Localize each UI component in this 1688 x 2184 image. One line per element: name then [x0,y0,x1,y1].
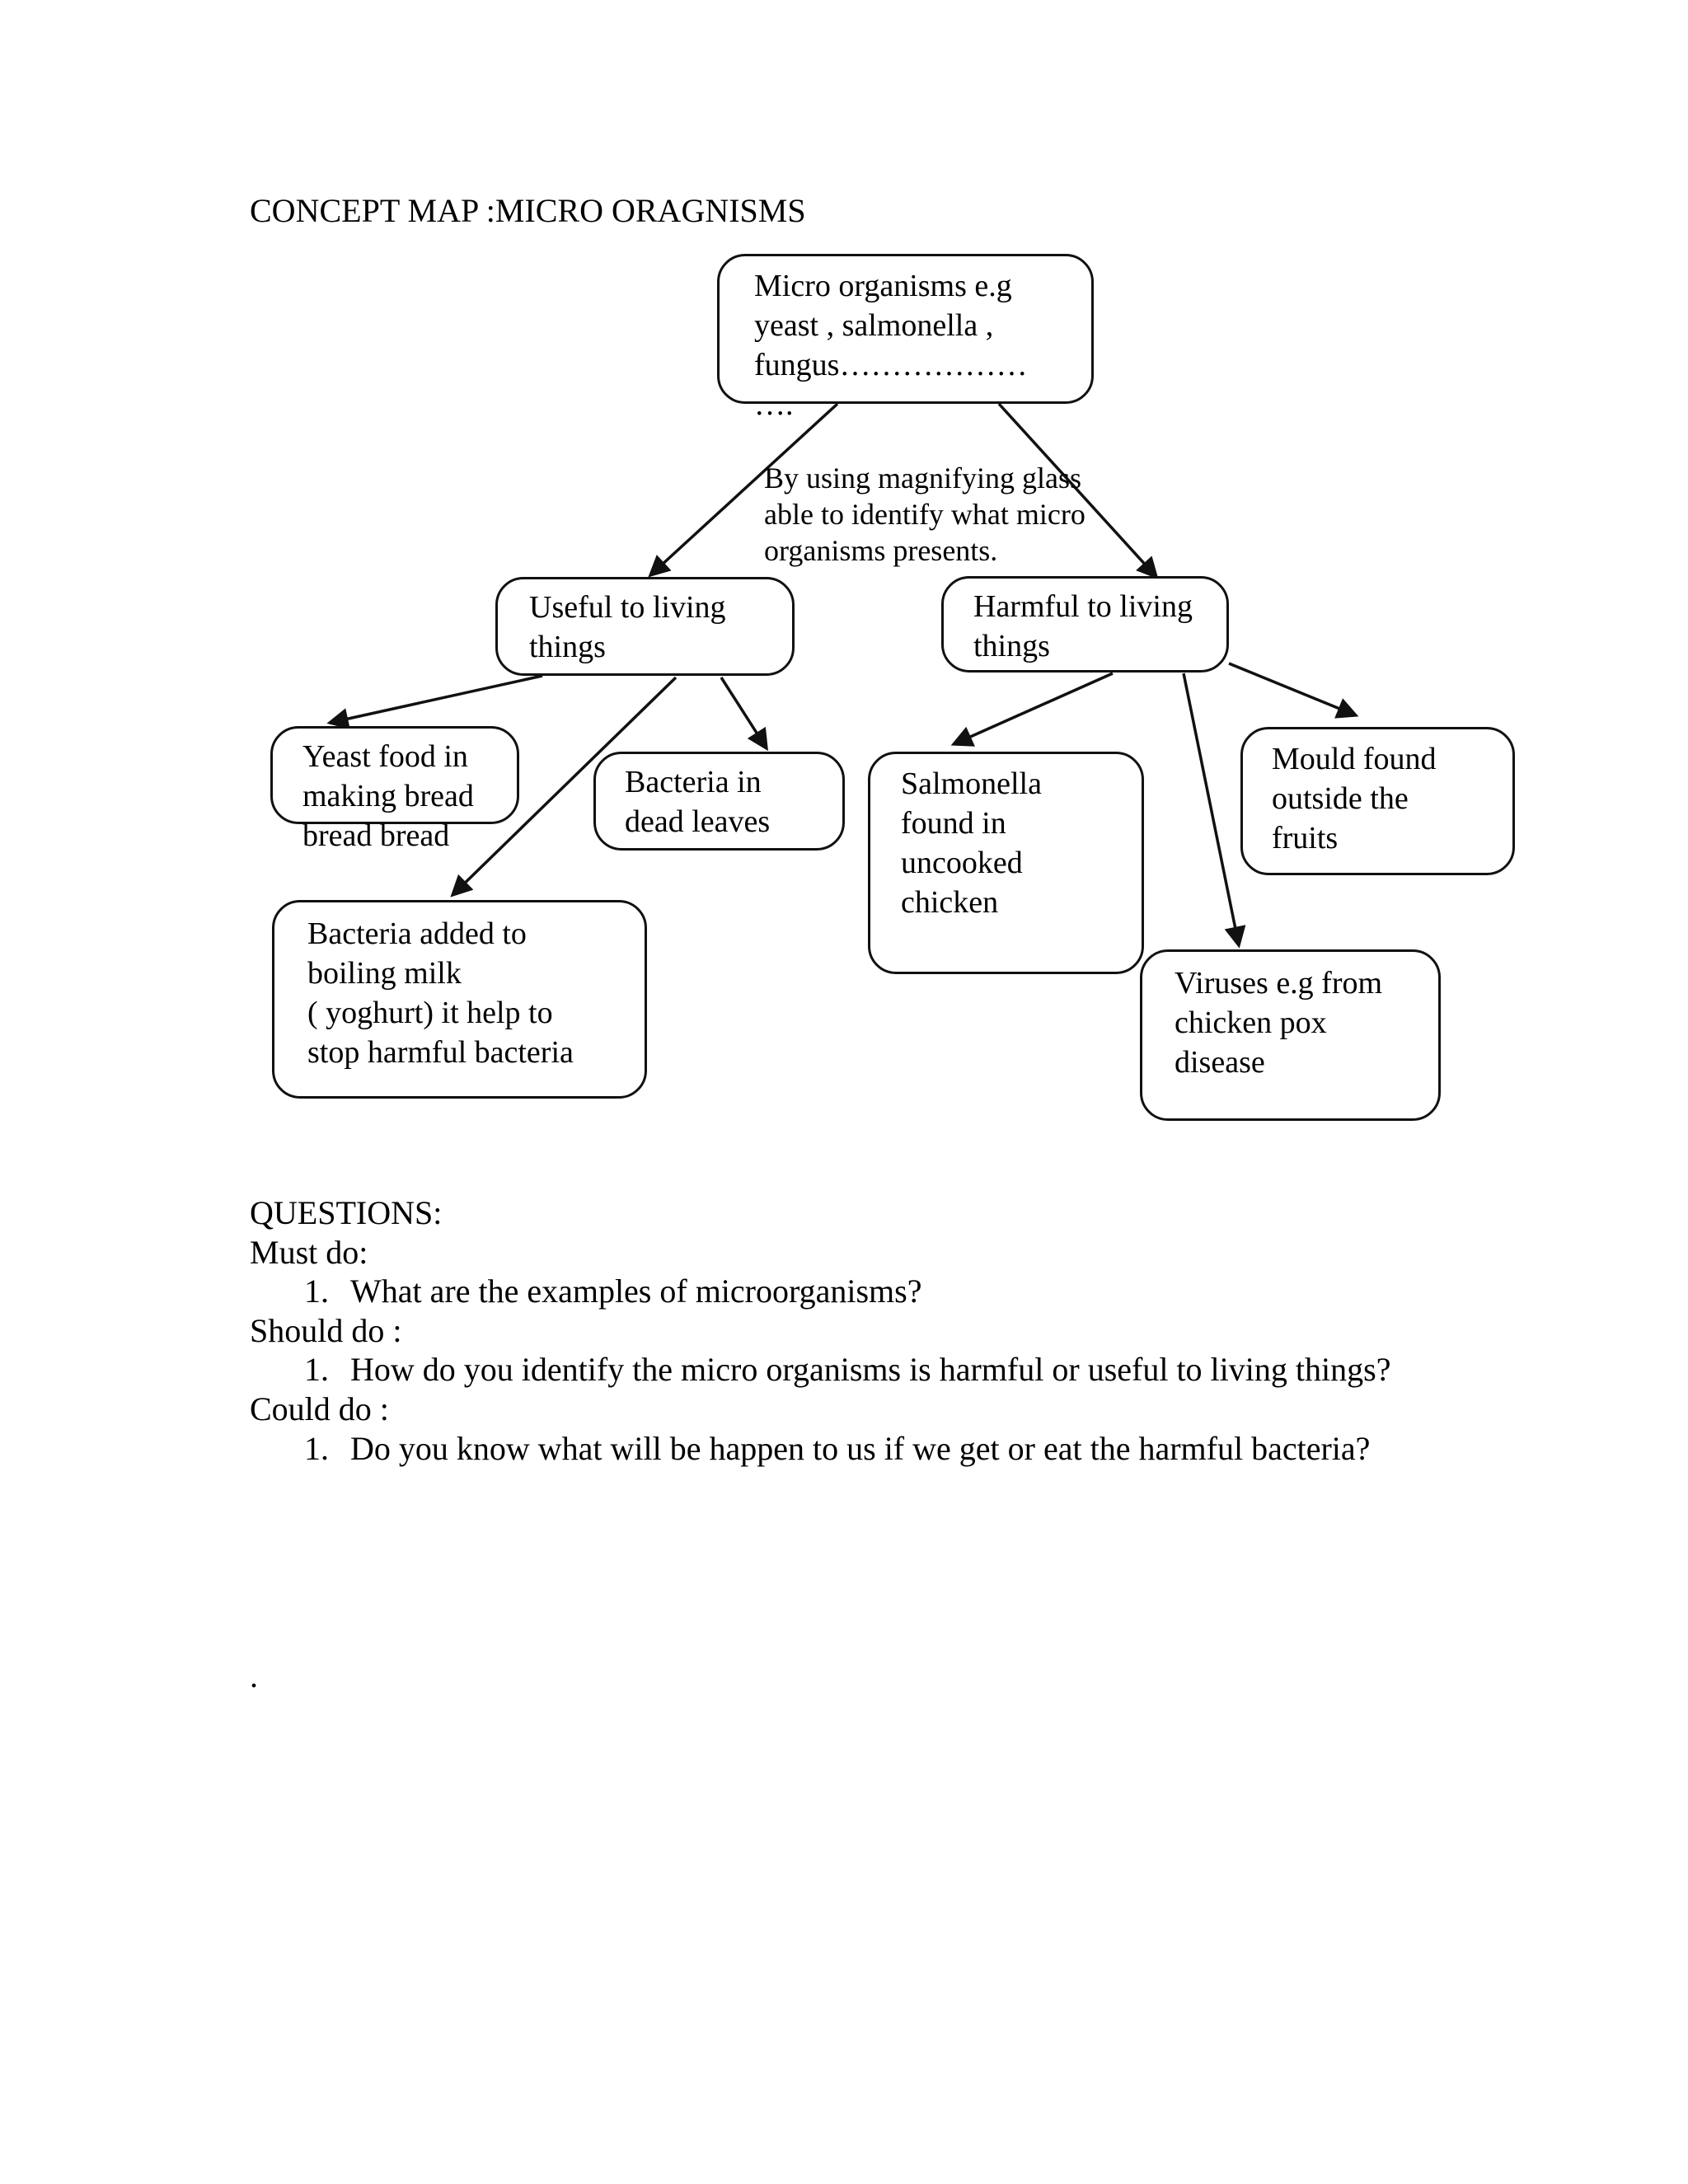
questions-group-label-should-do: Should do : [250,1311,402,1349]
node-salmonella-chicken: Salmonella found in uncooked chicken [868,752,1144,974]
question-text: Do you know what will be happen to us if… [350,1429,1371,1467]
arrow-harmful-to-mould [1228,662,1359,719]
arrow-micro-to-useful [648,402,839,578]
question-item: 1. How do you identify the micro organism… [304,1350,1536,1390]
node-harmful-to-living-things: Harmful to living things [941,576,1229,673]
node-useful-to-living-things: Useful to living things [495,577,795,676]
questions-group-label-could-do: Could do : [250,1390,389,1427]
question-text: How do you identify the micro organisms … [350,1351,1391,1389]
arrow-harmful-to-viruses [1182,673,1246,949]
node-viruses-chicken-pox: Viruses e.g from chicken pox disease [1140,949,1441,1121]
questions-heading: QUESTIONS: [250,1194,443,1231]
page-title: CONCEPT MAP :MICRO ORAGNISMS [250,192,806,229]
questions-section: QUESTIONS: Must do: 1. What are the examp… [250,1193,1536,1468]
arrow-useful-to-leaves [720,677,768,752]
question-number: 1. [304,1429,329,1467]
arrow-micro-to-harmful [997,402,1159,579]
arrow-useful-to-yeast [326,674,543,729]
node-mould-fruits: Mould found outside the fruits [1240,727,1515,875]
arrow-useful-to-yoghurt [450,676,678,898]
question-number: 1. [304,1351,329,1389]
node-bacteria-dead-leaves: Bacteria in dead leaves [593,752,845,851]
node-bacteria-yoghurt: Bacteria added to boiling milk ( yoghurt… [272,900,647,1099]
edge-label-magnifying-glass: By using magnifying glass able to identi… [764,462,1085,567]
arrow-harmful-to-salmonella [950,672,1114,747]
node-micro-organisms: Micro organisms e.g yeast , salmonella ,… [717,254,1094,422]
trailing-period: . [250,1657,258,1694]
question-text: What are the examples of microorganisms? [350,1272,922,1310]
node-yeast-food: Yeast food in making bread bread bread [270,726,519,853]
question-number: 1. [304,1272,329,1310]
questions-group-label-must-do: Must do: [250,1233,368,1271]
question-item: 1. Do you know what will be happen to us … [304,1429,1536,1469]
question-item: 1. What are the examples of microorganism… [304,1272,1536,1311]
